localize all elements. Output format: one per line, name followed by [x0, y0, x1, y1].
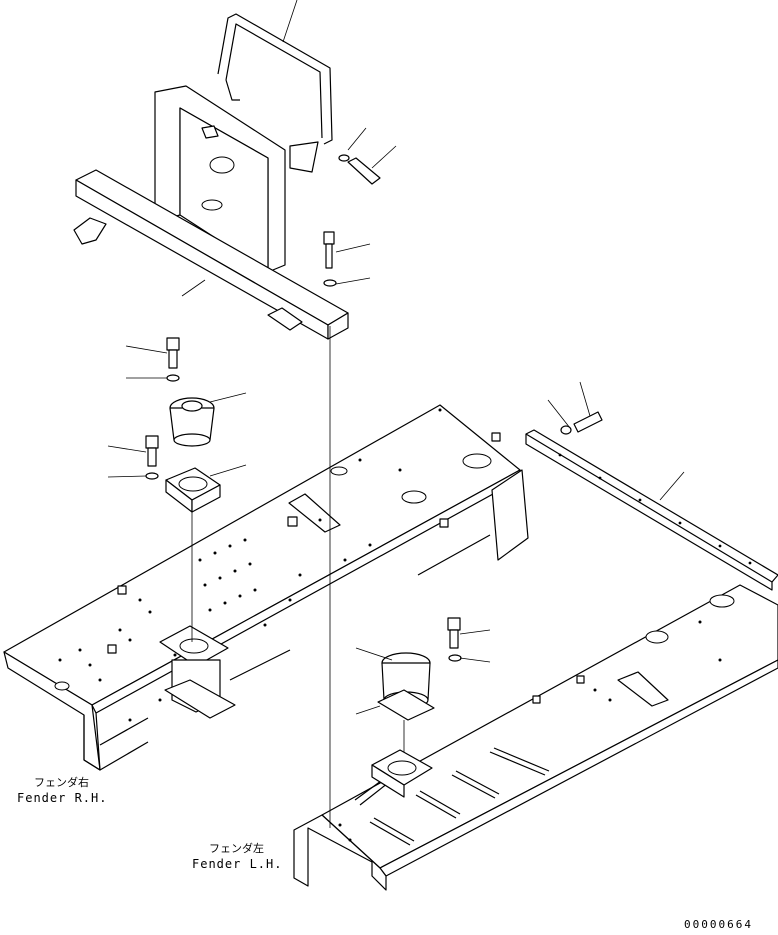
bolts	[145, 154, 603, 662]
mount-upper-right	[377, 652, 435, 721]
fender-lh	[293, 584, 778, 891]
leader-lines	[107, 0, 685, 715]
fender-rh-label-jp: フェンダ右	[34, 776, 89, 789]
fender-rh-label-en: Fender R.H.	[17, 791, 108, 805]
stand-frame	[73, 13, 349, 340]
cross-bar	[525, 429, 778, 591]
fender-rh	[3, 404, 529, 771]
mount-base-left	[165, 467, 221, 513]
mount-seat-left	[159, 625, 236, 719]
drawing-number: 00000664	[684, 918, 753, 931]
mount-seat-right	[371, 749, 433, 798]
fender-lh-label-jp: フェンダ左	[209, 842, 264, 855]
assembly-lines	[191, 326, 405, 828]
mount-upper-left	[169, 397, 215, 447]
fender-lh-label-en: Fender L.H.	[192, 857, 283, 871]
